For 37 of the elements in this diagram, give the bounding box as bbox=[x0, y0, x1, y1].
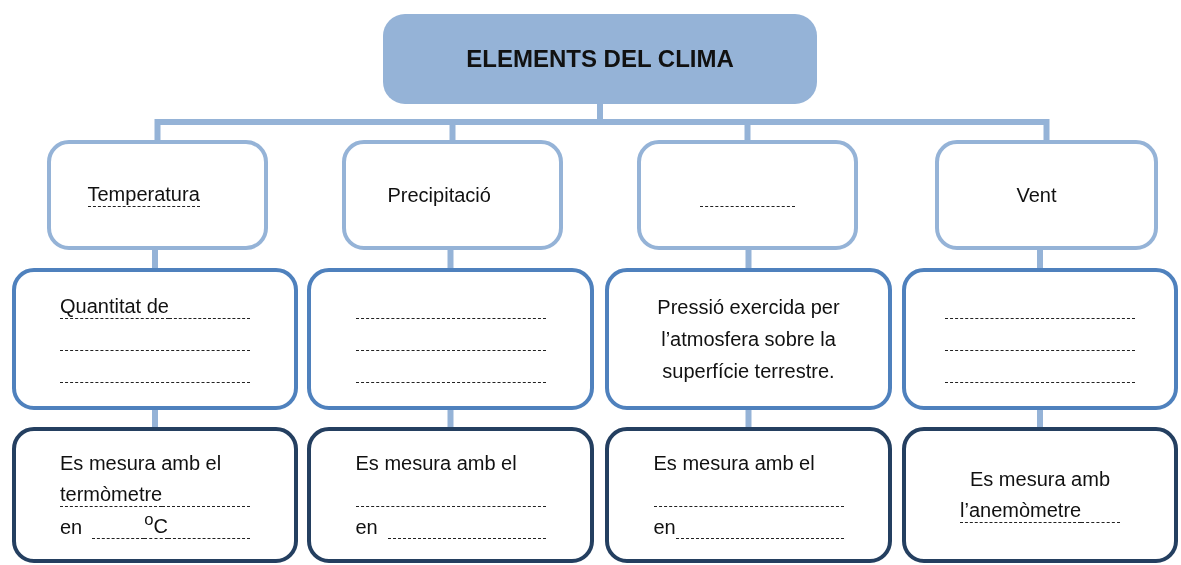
connector-line bbox=[1037, 408, 1043, 429]
connector-line bbox=[1037, 248, 1043, 270]
rounded-box bbox=[47, 140, 268, 250]
box-text: Temperatura bbox=[87, 183, 200, 207]
connector-line bbox=[447, 248, 454, 270]
rounded-box bbox=[637, 140, 858, 250]
box-text: Vent bbox=[1016, 184, 1057, 207]
box-text: en bbox=[60, 516, 83, 539]
box-text: $^{o}$C bbox=[144, 510, 168, 539]
box-text: Es mesura amb el bbox=[355, 452, 517, 475]
box-text: en bbox=[355, 516, 378, 539]
title-text: ELEMENTS DEL CLIMA bbox=[466, 45, 734, 73]
box-text: Es mesura amb el bbox=[653, 452, 815, 475]
box-text: Es mesura amb bbox=[969, 468, 1111, 491]
rounded-box bbox=[605, 268, 892, 410]
box-text: Quantitat de bbox=[60, 295, 169, 319]
box-text: l’anemòmetre bbox=[960, 499, 1082, 523]
rounded-box bbox=[605, 427, 892, 563]
connector-line bbox=[447, 408, 454, 429]
box-text: Es mesura amb el bbox=[60, 452, 222, 475]
rounded-box bbox=[12, 427, 298, 563]
rounded-box bbox=[902, 268, 1178, 410]
rounded-box bbox=[342, 140, 563, 250]
rounded-box bbox=[307, 427, 594, 563]
title-box bbox=[383, 14, 817, 104]
box-text: Pressió exercida per l’atmosfera sobre la superfície terrestre. bbox=[656, 295, 841, 384]
connector-line bbox=[745, 408, 752, 429]
box-text: termòmetre bbox=[60, 483, 163, 507]
connector-line bbox=[152, 248, 158, 270]
rounded-box bbox=[307, 268, 594, 410]
connector-line bbox=[745, 248, 752, 270]
box-text: en bbox=[653, 516, 676, 539]
rounded-box bbox=[902, 427, 1178, 563]
rounded-box bbox=[12, 268, 298, 410]
connector-line bbox=[152, 408, 158, 429]
rounded-box bbox=[935, 140, 1158, 250]
box-text: Precipitació bbox=[387, 184, 491, 207]
